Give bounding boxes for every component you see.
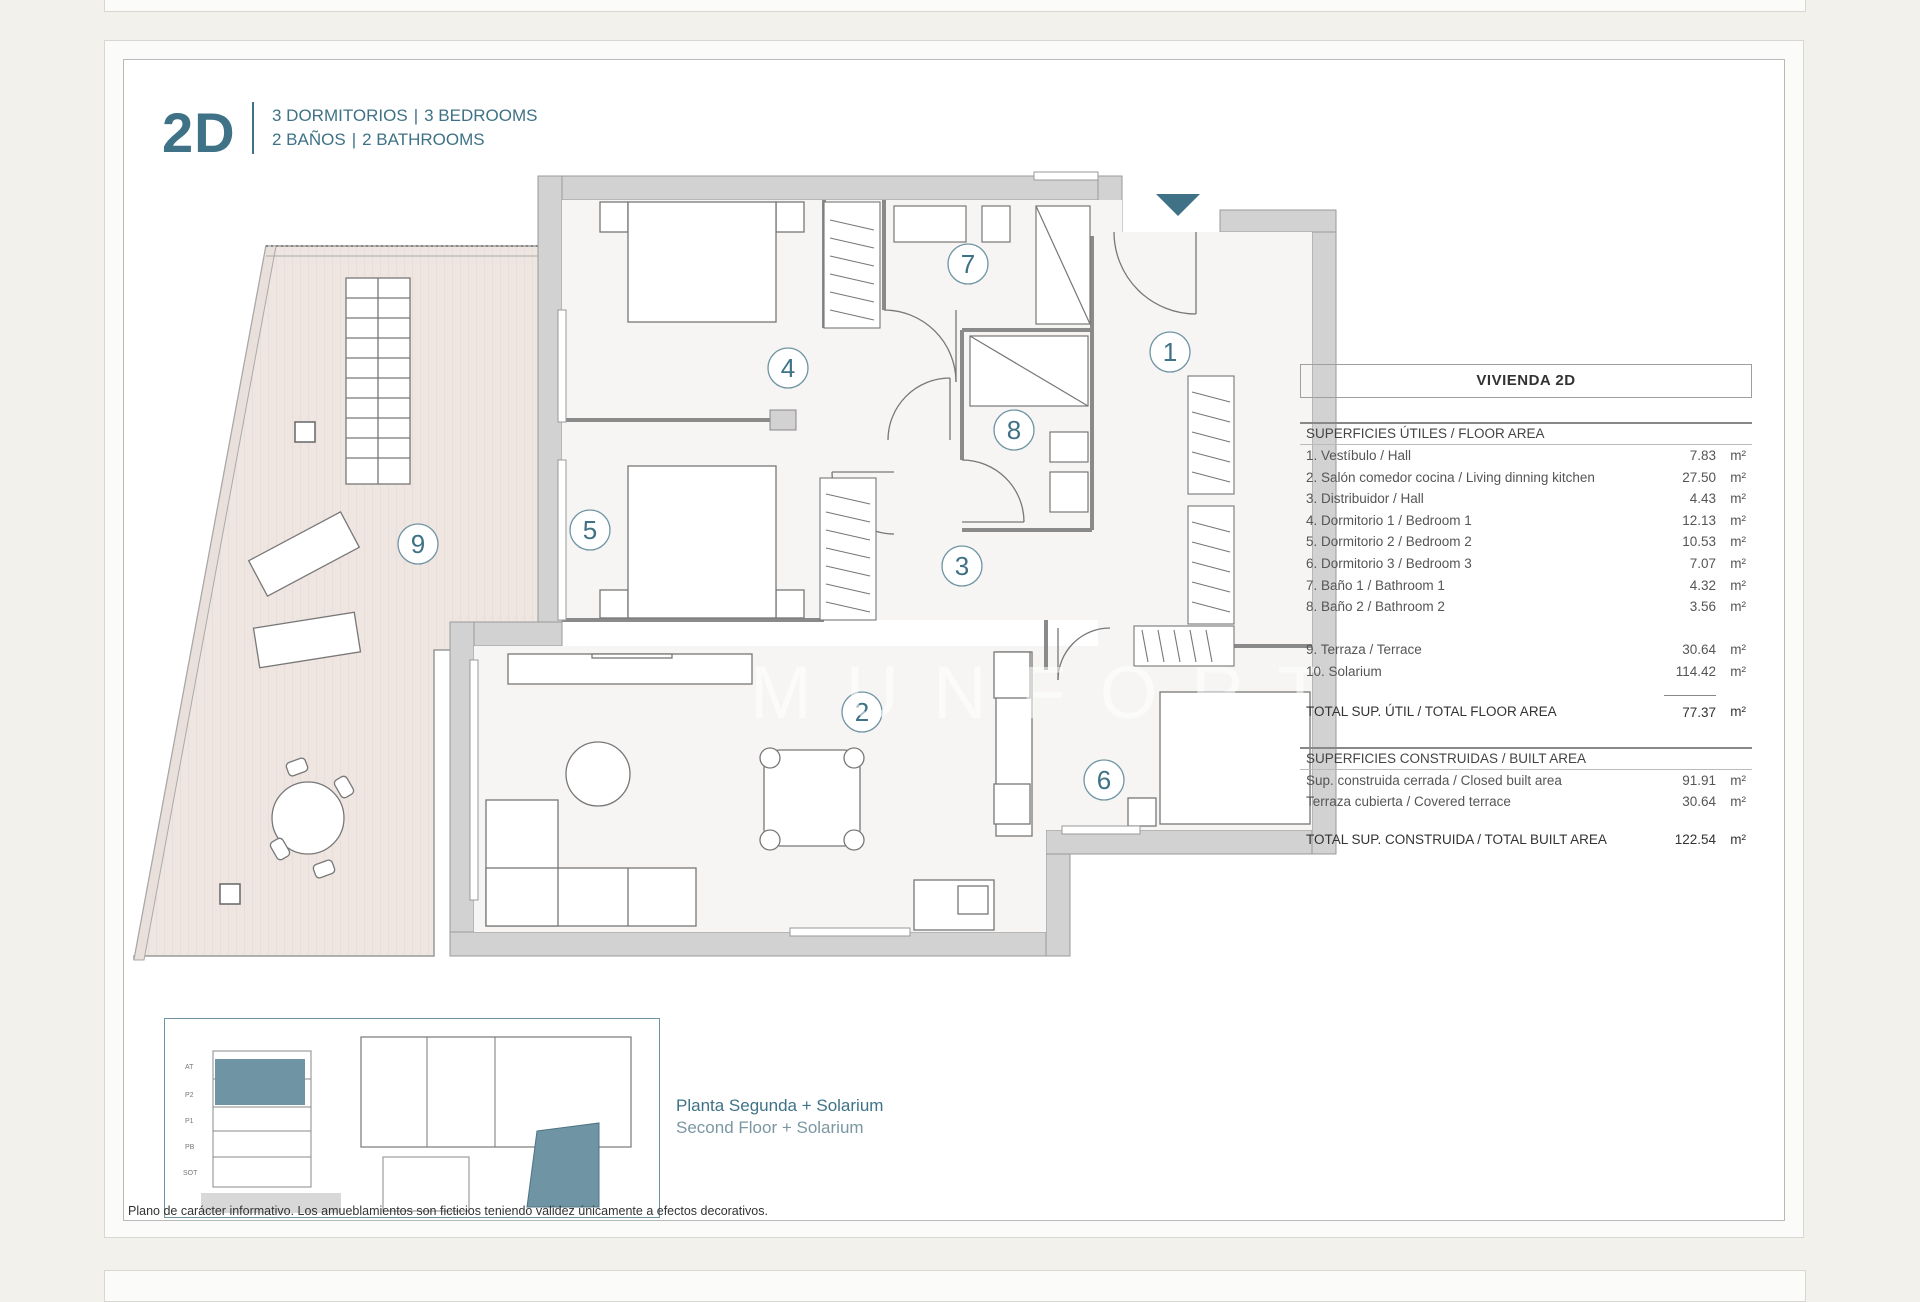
windows [469,171,1141,937]
svg-text:PB: PB [185,1144,195,1151]
location-diagram-drawing: AT P2 P1 PB SOT [183,1036,632,1213]
bathrooms-line: 2 BAÑOS | 2 BATHROOMS [272,130,485,150]
room-number-4: 4 [767,347,809,389]
svg-text:2: 2 [855,697,869,727]
room-number-3: 3 [941,545,983,587]
room-number-9: 9 [397,523,439,565]
svg-text:9: 9 [411,529,425,559]
living-furniture [485,651,1033,931]
staircase [345,277,411,485]
svg-text:7: 7 [961,249,975,279]
room-number-6: 6 [1083,759,1125,801]
room-number-8: 8 [993,409,1035,451]
wardrobe-1 [823,201,881,329]
separator: | [413,106,419,125]
location-diagram: AT P2 P1 PB SOT [164,1018,660,1218]
svg-text:AT: AT [185,1064,194,1071]
room-numbers: 1 2 3 4 5 6 7 8 9 [397,243,1191,801]
svg-text:5: 5 [583,515,597,545]
hall-wardrobes [1133,375,1235,667]
svg-text:3: 3 [955,551,969,581]
previous-image-card [104,0,1806,12]
floor-plan-card: 2D 3 DORMITORIOS|3 BEDROOMS 2 BAÑOS|2 BA… [104,40,1804,1238]
table-row: 2. Salón comedor cocina / Living dinning… [1306,469,1746,485]
door-swings [831,231,1197,681]
bed-2 [599,465,805,619]
svg-text:P2: P2 [185,1092,194,1099]
area-table: VIVIENDA 2D SUPERFICIES ÚTILES / FLOOR A… [1300,364,1752,857]
floor-label-es: Planta Segunda + Solarium [676,1096,884,1115]
bedrooms-line: 3 DORMITORIOS | 3 BEDROOMS [272,106,537,126]
bed-1 [599,201,805,323]
bed-3 [1127,691,1311,827]
separator: | [351,130,357,149]
room-number-7: 7 [947,243,989,285]
svg-text:4: 4 [781,353,795,383]
bedrooms-es: 3 DORMITORIOS [272,106,408,125]
sunbeds [247,511,362,669]
table-row: Sup. construida cerrada / Closed built a… [1306,772,1746,788]
room-number-2: 2 [841,691,883,733]
bathroom-1-fixtures [893,205,1091,325]
bedrooms-en: 3 BEDROOMS [424,106,538,125]
bathrooms-es: 2 BAÑOS [272,130,346,149]
unit-code: 2D [162,101,236,164]
next-image-card [104,1270,1806,1302]
floor-plan-drawing: 1 2 3 4 5 6 7 8 9 [133,171,1337,961]
floor-area-heading: SUPERFICIES ÚTILES / FLOOR AREA [1300,422,1752,445]
row-gap [1300,618,1752,640]
svg-text:P1: P1 [185,1118,194,1125]
floor-label-en: Second Floor + Solarium [676,1118,864,1137]
total-built-area: TOTAL SUP. CONSTRUIDA / TOTAL BUILT AREA… [1306,831,1746,847]
built-area-heading: SUPERFICIES CONSTRUIDAS / BUILT AREA [1300,746,1752,770]
table-title: VIVIENDA 2D [1300,364,1752,398]
entrance-arrow [1156,194,1200,216]
outdoor-dining-set [269,757,355,879]
room-number-1: 1 [1149,331,1191,373]
bathroom-2-fixtures [969,335,1089,513]
wardrobe-2 [819,477,877,621]
svg-text:SOT: SOT [183,1170,198,1177]
svg-text:6: 6 [1097,765,1111,795]
header-divider [252,102,254,154]
svg-text:1: 1 [1163,337,1177,367]
disclaimer: Plano de carácter informativo. Los amueb… [128,1204,768,1218]
floor-plan-sheet: 2D 3 DORMITORIOS|3 BEDROOMS 2 BAÑOS|2 BA… [123,59,1785,1221]
room-number-5: 5 [569,509,611,551]
svg-text:8: 8 [1007,415,1021,445]
bathrooms-en: 2 BATHROOMS [362,130,485,149]
